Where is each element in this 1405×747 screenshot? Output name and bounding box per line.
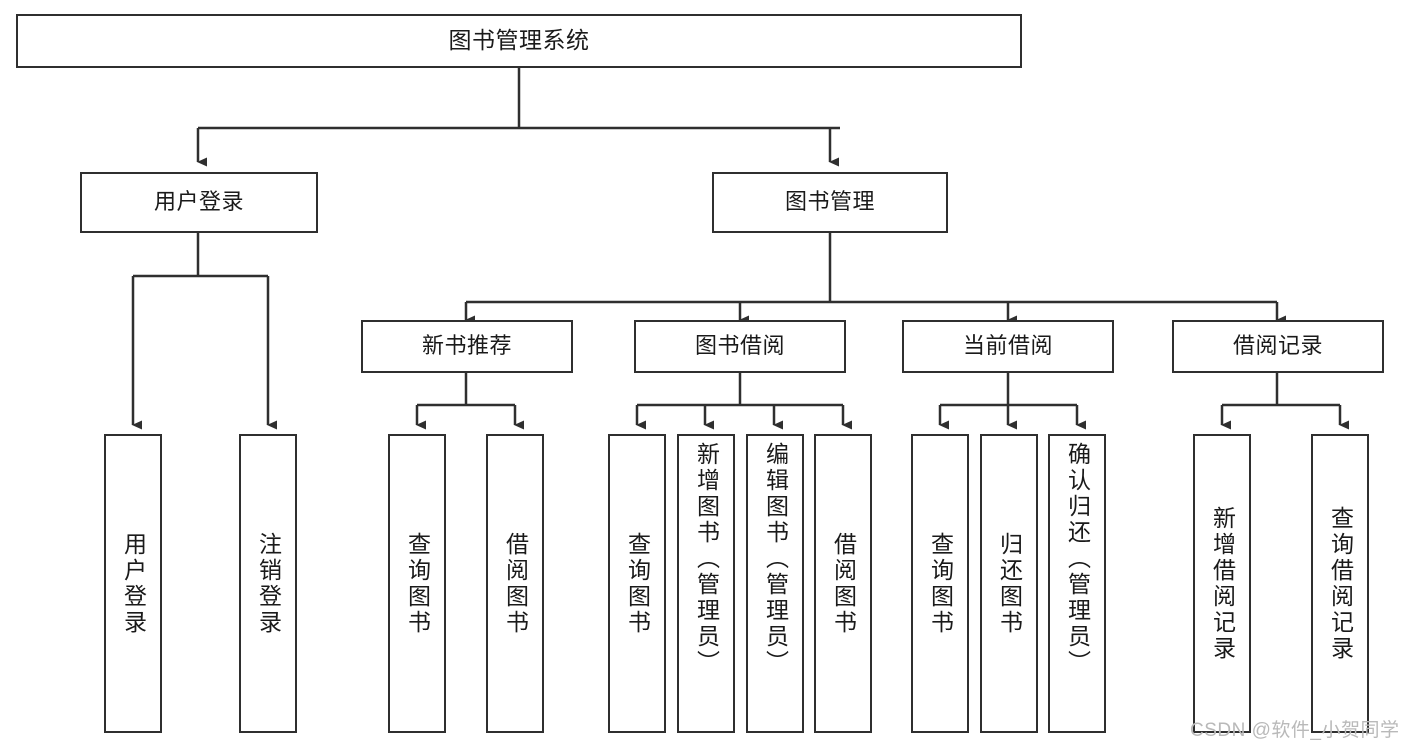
leaf-current-confirm-return[interactable]: 确认归还（管理员） [1048, 434, 1106, 733]
leaf-current-query-book-label: 查询图书 [927, 531, 954, 636]
leaf-user-login-logout[interactable]: 注销登录 [239, 434, 297, 733]
leaf-user-login-login[interactable]: 用户登录 [104, 434, 162, 733]
leaf-current-confirm-return-label: 确认归还（管理员） [1064, 442, 1091, 676]
leaf-new-book-query[interactable]: 查询图书 [388, 434, 446, 733]
node-book-management[interactable]: 图书管理 [712, 172, 948, 233]
leaf-record-query[interactable]: 查询借阅记录 [1311, 434, 1369, 733]
leaf-new-book-borrow-label: 借阅图书 [502, 531, 529, 636]
node-new-book-recommend-label: 新书推荐 [421, 333, 512, 359]
leaf-user-login-login-label: 用户登录 [120, 531, 147, 636]
leaf-borrow-query-book[interactable]: 查询图书 [608, 434, 666, 733]
leaf-borrow-borrow-book-label: 借阅图书 [830, 531, 857, 636]
leaf-current-return-book[interactable]: 归还图书 [980, 434, 1038, 733]
node-user-login-label: 用户登录 [153, 189, 244, 215]
leaf-borrow-add-book-label: 新增图书（管理员） [693, 442, 720, 676]
leaf-borrow-edit-book-label: 编辑图书（管理员） [762, 442, 789, 676]
leaf-borrow-borrow-book[interactable]: 借阅图书 [814, 434, 872, 733]
leaf-borrow-add-book[interactable]: 新增图书（管理员） [677, 434, 735, 733]
leaf-new-book-query-label: 查询图书 [404, 531, 431, 636]
node-book-management-label: 图书管理 [784, 189, 875, 215]
leaf-current-query-book[interactable]: 查询图书 [911, 434, 969, 733]
node-current-borrow-label: 当前借阅 [962, 333, 1053, 359]
node-user-login[interactable]: 用户登录 [80, 172, 318, 233]
node-book-borrow-label: 图书借阅 [694, 333, 785, 359]
watermark: CSDN @软件_小贺同学 [1190, 720, 1400, 741]
node-borrow-record[interactable]: 借阅记录 [1172, 320, 1384, 373]
leaf-borrow-query-book-label: 查询图书 [624, 531, 651, 636]
node-book-borrow[interactable]: 图书借阅 [634, 320, 846, 373]
leaf-user-login-logout-label: 注销登录 [255, 531, 282, 636]
node-borrow-record-label: 借阅记录 [1232, 333, 1323, 359]
node-new-book-recommend[interactable]: 新书推荐 [361, 320, 573, 373]
leaf-record-add-label: 新增借阅记录 [1209, 505, 1236, 662]
leaf-borrow-edit-book[interactable]: 编辑图书（管理员） [746, 434, 804, 733]
leaf-record-query-label: 查询借阅记录 [1327, 505, 1354, 662]
node-root-system[interactable]: 图书管理系统 [16, 14, 1022, 68]
leaf-new-book-borrow[interactable]: 借阅图书 [486, 434, 544, 733]
leaf-record-add[interactable]: 新增借阅记录 [1193, 434, 1251, 733]
leaf-current-return-book-label: 归还图书 [996, 531, 1023, 636]
node-current-borrow[interactable]: 当前借阅 [902, 320, 1114, 373]
node-root-system-label: 图书管理系统 [448, 27, 590, 54]
